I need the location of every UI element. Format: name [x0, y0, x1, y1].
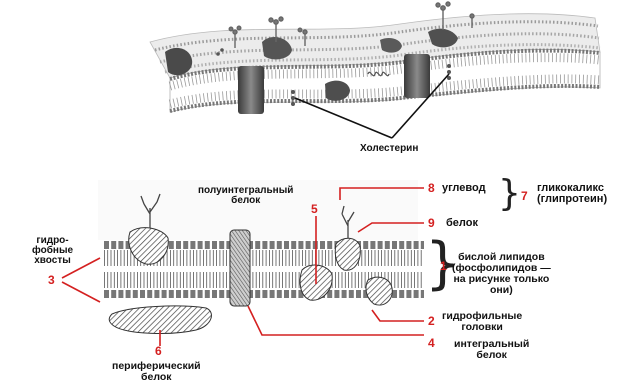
number-2: 2 — [428, 315, 435, 327]
semi-integral-protein-label: полуинтегральный белок — [198, 186, 293, 206]
glycocalyx-label: гликокаликс (глипротеин) — [537, 183, 607, 205]
glycocalyx-brace: } — [498, 176, 521, 212]
peripheral-protein-shape — [109, 306, 211, 333]
lower-right-protein — [366, 277, 392, 305]
glycoprotein-shape — [335, 238, 360, 270]
hydrophobic-tails-label: гидро- фобные хвосты — [32, 236, 73, 266]
hydrophilic-heads-label: гидрофильные головки — [442, 311, 522, 333]
number-4: 4 — [428, 337, 435, 349]
number-7: 7 — [521, 190, 528, 202]
number-5: 5 — [311, 203, 318, 215]
peripheral-protein-label: периферический белок — [112, 361, 201, 383]
number-3: 3 — [48, 274, 55, 286]
protein-label: белок — [446, 218, 478, 229]
number-1: 1 — [440, 260, 447, 272]
number-6: 6 — [155, 345, 162, 357]
number-8: 8 — [428, 182, 435, 194]
semi-integral-protein-left — [129, 228, 168, 264]
integral-protein-label: интегральный белок — [454, 339, 529, 361]
cholesterol-label: Холестерин — [360, 143, 418, 154]
integral-protein-shape — [230, 230, 250, 306]
top-membrane-3d — [150, 2, 600, 114]
carbohydrate-label: углевод — [442, 183, 486, 194]
lipid-bilayer-label: бислой липидов (фосфолипидов — на рисунк… — [452, 252, 551, 296]
number-9: 9 — [428, 217, 435, 229]
